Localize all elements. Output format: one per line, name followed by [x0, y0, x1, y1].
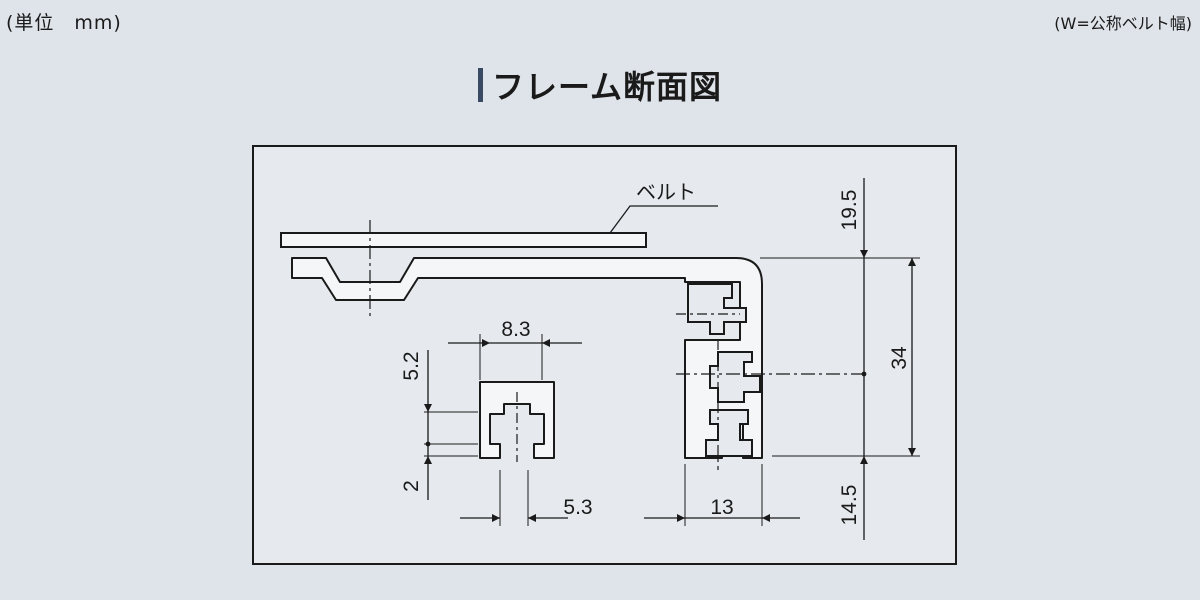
frame-profile	[291, 257, 763, 459]
belt-leader-line	[609, 205, 718, 234]
dim-frame-height: 34	[888, 346, 911, 370]
dim-slot-opening: 5.3	[563, 496, 592, 519]
dim-bottom-offset: 14.5	[838, 485, 861, 526]
frame-slot-middle	[709, 351, 761, 403]
dim-slot-height: 5.2	[400, 351, 423, 380]
dim-slot-lip: 2	[400, 480, 423, 492]
extension-lines	[424, 257, 920, 526]
dimension-dots	[425, 371, 867, 447]
dim-frame-width: 13	[710, 496, 733, 519]
belt-label: ベルト	[636, 180, 696, 204]
title-text: フレーム断面図	[491, 68, 723, 106]
belt	[280, 232, 647, 248]
belt-width-note: (W=公称ベルト幅)	[1054, 14, 1192, 33]
title-accent-bar	[477, 68, 483, 102]
frame-slot-upper	[687, 283, 747, 335]
unit-label: (単位 mm)	[6, 12, 122, 34]
drawing-panel	[252, 145, 957, 565]
center-lines	[369, 220, 862, 470]
page-title: フレーム断面図	[0, 62, 1200, 108]
t-slot-profile	[479, 381, 555, 459]
dim-slot-width: 8.3	[501, 318, 530, 341]
dimension-lines	[424, 178, 916, 540]
dim-top-offset: 19.5	[838, 190, 861, 231]
